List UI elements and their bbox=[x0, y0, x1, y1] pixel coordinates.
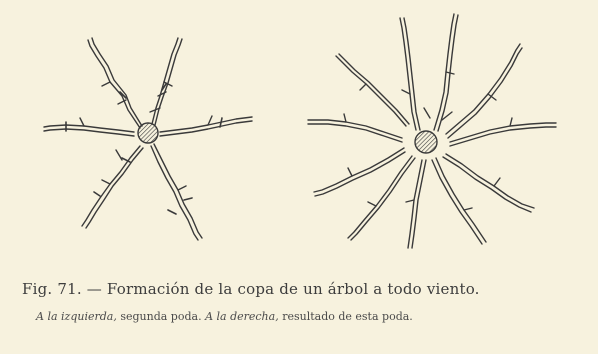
figure-subcaption: A la izquierda, segunda poda. A la derec… bbox=[36, 310, 576, 323]
right-trunk-section bbox=[415, 131, 437, 153]
left-trunk-section bbox=[138, 123, 158, 143]
subcaption-left-text: segunda poda. bbox=[117, 310, 205, 323]
tree-crown-illustration bbox=[0, 0, 598, 270]
subcaption-right-text: resultado de esta poda. bbox=[279, 310, 413, 323]
figure-caption: Fig. 71. — Formación de la copa de un ár… bbox=[22, 280, 588, 298]
subcaption-left-label: A la izquierda, bbox=[36, 310, 117, 323]
right-tree-result bbox=[308, 14, 556, 248]
pruning-diagram bbox=[0, 0, 598, 270]
subcaption-right-label: A la derecha, bbox=[205, 310, 279, 323]
